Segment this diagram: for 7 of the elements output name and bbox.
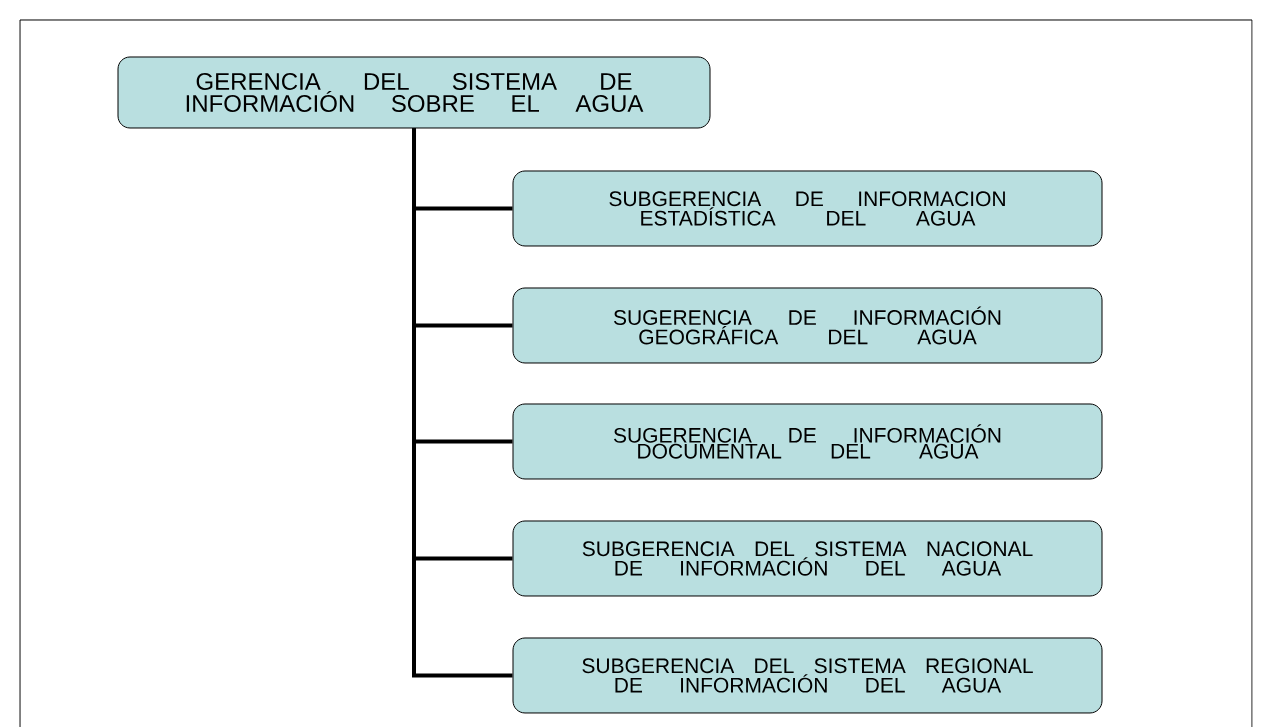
connector-line — [412, 128, 513, 678]
org-box: SUBGERENCIA DEL SISTEMA REGIONAL DE INFORMACIÓN DEL AGUA — [512, 637, 1103, 714]
org-box: SUBGERENCIA DEL SISTEMA NACIONAL DE INFORMACIÓN DEL AGUA — [512, 520, 1103, 597]
org-box: SUGERENCIA DE INFORMACIÓN GEOGRÁFICA DEL AGUA — [512, 287, 1103, 364]
org-box: SUGERENCIA DE INFORMACIÓN DOCUMENTAL DEL AGUA — [512, 403, 1103, 480]
org-box: GERENCIA DEL SISTEMA DE INFORMACIÓN SOBRE EL AGUA — [117, 56, 711, 129]
org-box: SUBGERENCIA DE INFORMACION ESTADÍSTICA DEL AGUA — [512, 170, 1103, 247]
